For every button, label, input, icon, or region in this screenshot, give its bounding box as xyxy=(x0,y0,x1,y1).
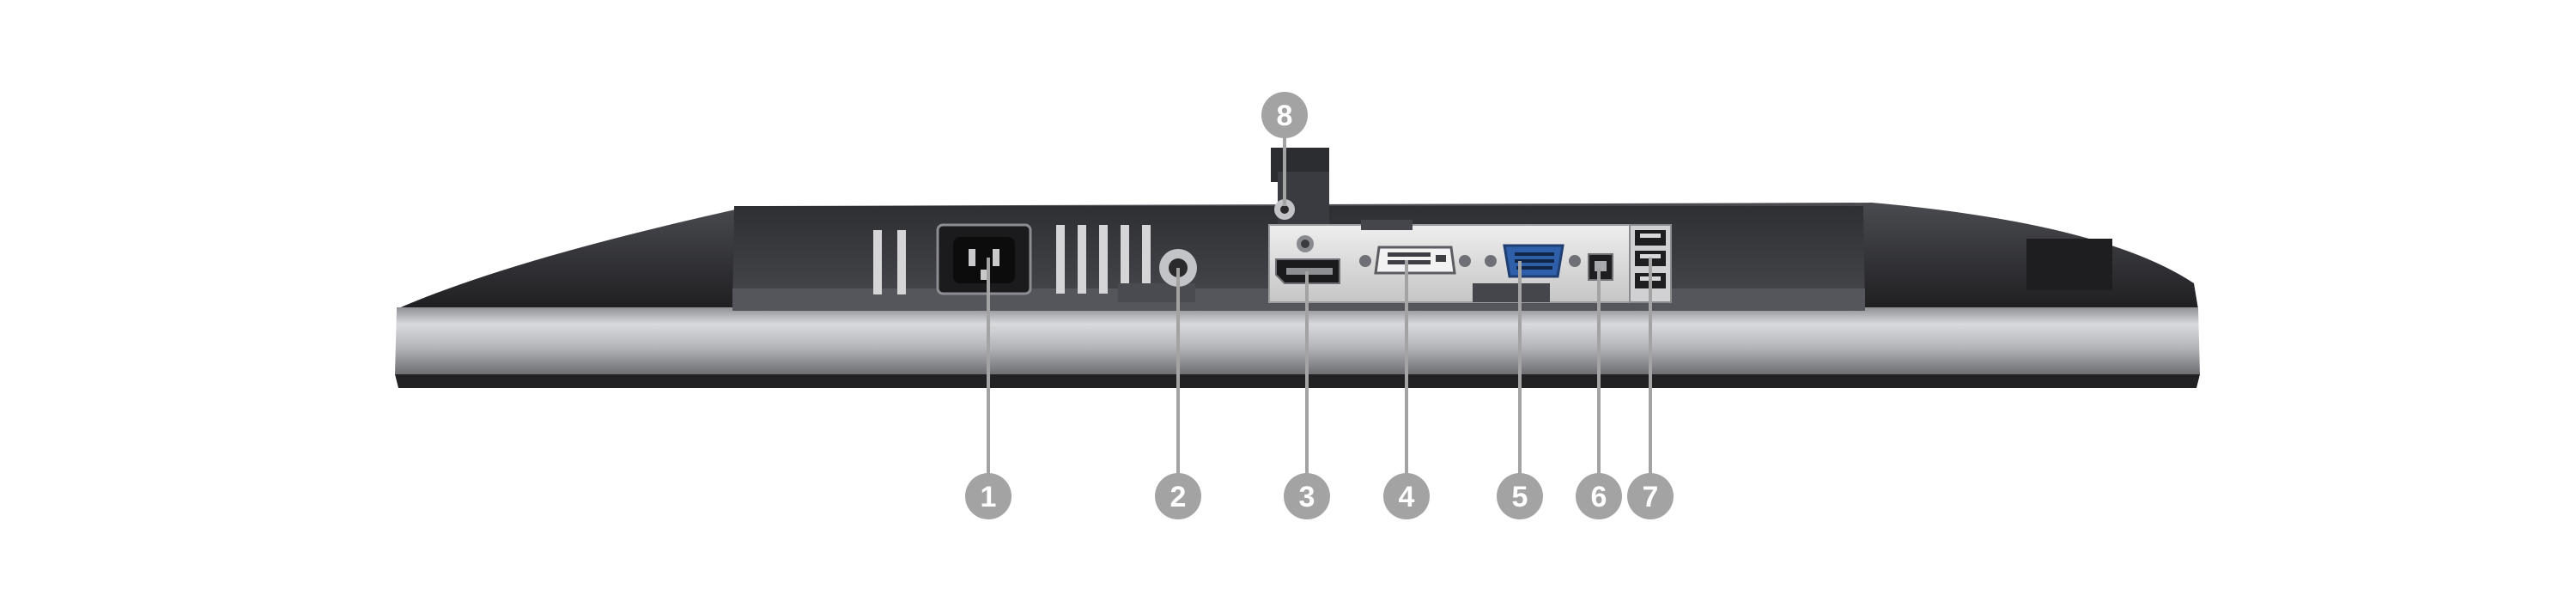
callout-1: 1 xyxy=(965,473,1012,519)
vent-slots-left xyxy=(873,230,906,294)
stand-stub xyxy=(2026,239,2112,290)
vent-slots-right xyxy=(1056,225,1151,294)
power-connector-icon xyxy=(936,223,1032,295)
callout-5-label: 5 xyxy=(1512,481,1528,513)
callout-8: 8 xyxy=(1261,92,1308,138)
leader-lines xyxy=(987,137,1652,474)
monitor-silver-band xyxy=(395,307,2200,374)
callout-3-label: 3 xyxy=(1299,481,1315,513)
callout-3: 3 xyxy=(1284,473,1330,519)
callout-2-label: 2 xyxy=(1170,481,1187,513)
callout-2: 2 xyxy=(1155,473,1201,519)
callout-6-label: 6 xyxy=(1591,481,1607,513)
callout-7-label: 7 xyxy=(1643,481,1659,513)
callout-6: 6 xyxy=(1576,473,1622,519)
callout-1-label: 1 xyxy=(981,481,997,513)
screw-hole-icon xyxy=(1274,199,1295,220)
callout-5: 5 xyxy=(1497,473,1543,519)
callout-7: 7 xyxy=(1627,473,1674,519)
callouts: 1 2 3 4 5 6 7 8 xyxy=(965,92,1674,519)
dvi-port-icon xyxy=(1359,246,1471,275)
callout-8-label: 8 xyxy=(1277,100,1293,132)
callout-4: 4 xyxy=(1383,473,1430,519)
callout-4-label: 4 xyxy=(1399,481,1415,513)
monitor-bottom-edge xyxy=(395,374,2200,388)
